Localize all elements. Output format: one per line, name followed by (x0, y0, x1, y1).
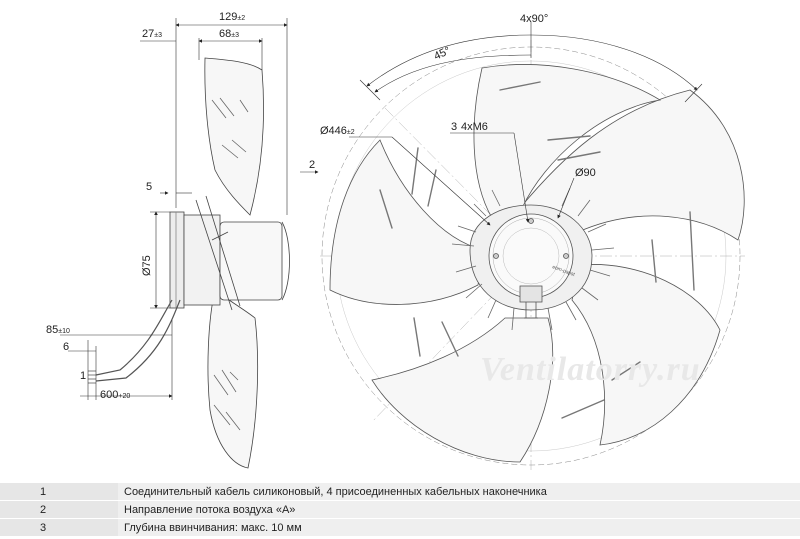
legend-row: 3 Глубина ввинчивания: макс. 10 мм (0, 518, 800, 536)
side-dimension-lines (60, 18, 288, 400)
dim-bolt-circle: Ø90 (575, 167, 596, 179)
legend-number: 1 (0, 482, 118, 501)
dim-hub-diameter: Ø75 (141, 255, 153, 276)
callout-airflow: 2 (309, 159, 315, 171)
legend-number: 2 (0, 500, 118, 519)
technical-drawing: 129±2 27±3 68±3 5 Ø75 85±10 6 600+20 1 4… (46, 11, 745, 470)
dim-total-depth: 129±2 (219, 11, 245, 23)
side-view (88, 57, 290, 469)
dim-angle-offset: 45° (432, 45, 452, 63)
dim-cable-length: 600+20 (100, 389, 130, 401)
legend-row: 2 Направление потока воздуха «А» (0, 500, 800, 519)
legend-text: Направление потока воздуха «А» (118, 500, 800, 519)
dim-small-gap: 5 (146, 181, 152, 193)
dim-outer-diameter: Ø446±2 (320, 125, 355, 137)
legend-row: 1 Соединительный кабель силиконовый, 4 п… (0, 482, 800, 501)
legend-table: 1 Соединительный кабель силиконовый, 4 п… (0, 482, 800, 536)
callout-thread-depth: 3 (451, 121, 457, 133)
callout-cable: 1 (80, 370, 86, 382)
dim-cable-strip: 6 (63, 341, 69, 353)
legend-number: 3 (0, 518, 118, 536)
legend-text: Соединительный кабель силиконовый, 4 при… (118, 482, 800, 501)
front-dimension-lines (300, 22, 703, 226)
dim-thread: 4xM6 (461, 121, 488, 133)
dim-offset-a: 27±3 (142, 28, 162, 40)
dim-angle-holes: 4x90° (520, 13, 548, 25)
legend-text: Глубина ввинчивания: макс. 10 мм (118, 518, 800, 536)
dim-offset-b: 68±3 (219, 28, 239, 40)
front-view (320, 40, 745, 470)
watermark: Ventilatorry.ru (480, 351, 701, 388)
dim-cable-lead: 85±10 (46, 324, 70, 336)
